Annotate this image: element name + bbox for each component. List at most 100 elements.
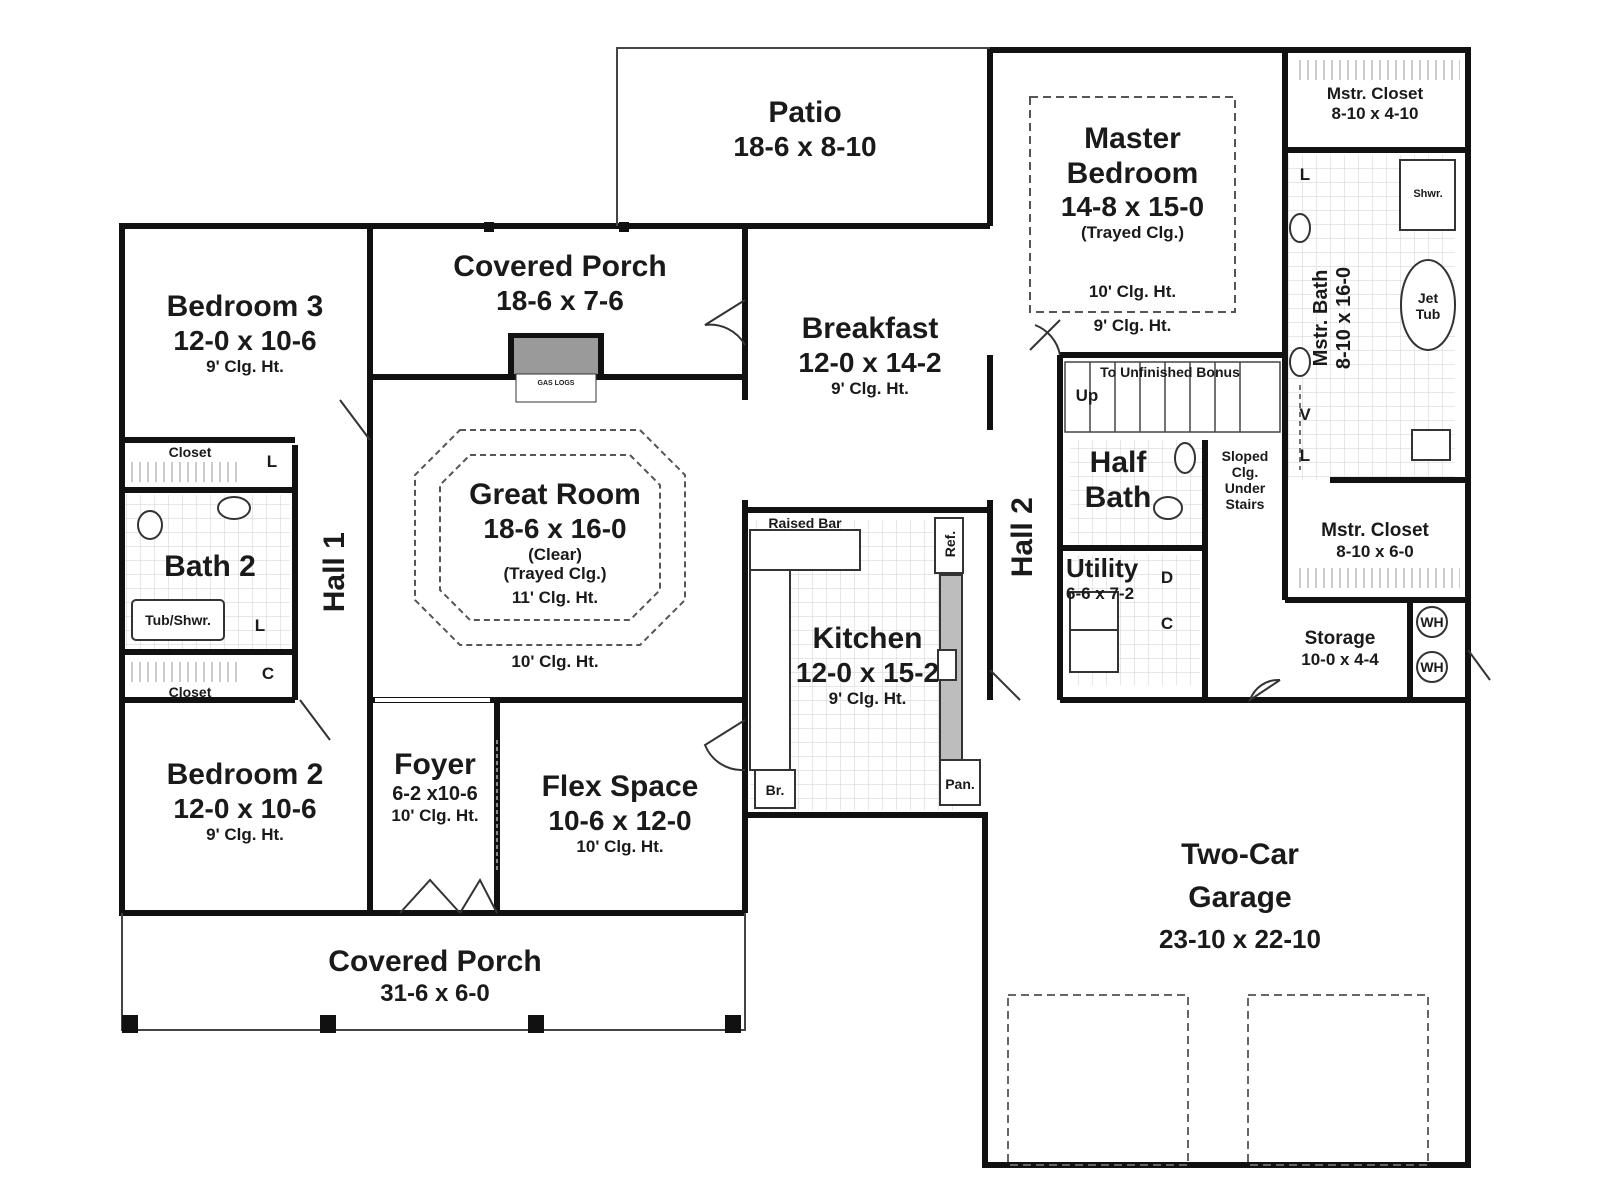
foyer-name: Foyer xyxy=(394,748,476,781)
garage-dim: 23-10 x 22-10 xyxy=(1159,924,1321,954)
bedroom2-name: Bedroom 2 xyxy=(166,758,324,791)
closet-label-bottom: Closet xyxy=(168,684,212,700)
bath-fixtures xyxy=(131,159,1456,683)
flex-space-dim: 10-6 x 12-0 xyxy=(548,804,692,836)
kitchen-name: Kitchen xyxy=(812,622,923,655)
great-room-name: Great Room xyxy=(469,478,641,511)
great-room-label: Great Room 18-6 x 16-0 (Clear) (Trayed C… xyxy=(440,478,670,607)
breakfast-label: Breakfast 12-0 x 14-2 9' Clg. Ht. xyxy=(760,312,980,398)
great-room-ceiling-inner: 11' Clg. Ht. xyxy=(511,587,599,607)
bedroom3-name: Bedroom 3 xyxy=(166,290,324,323)
patio-outline xyxy=(616,47,990,226)
gas-logs-label: GAS LOGS xyxy=(537,380,575,387)
kitchen-counters xyxy=(749,517,981,809)
flex-space-ceiling: 10' Clg. Ht. xyxy=(576,836,664,856)
refrigerator-label: Ref. xyxy=(941,530,958,558)
flex-space-name: Flex Space xyxy=(541,770,699,803)
garage-name2: Garage xyxy=(1188,880,1292,914)
half-bath-name2: Bath xyxy=(1084,480,1152,514)
covered-porch-rear-label: Covered Porch 18-6 x 7-6 xyxy=(420,250,700,317)
water-heater-label-2: WH xyxy=(1420,659,1444,675)
storage-dim: 10-0 x 4-4 xyxy=(1301,649,1379,669)
foyer-ceiling: 10' Clg. Ht. xyxy=(391,805,479,825)
pantry-label: Pan. xyxy=(945,776,975,792)
garage-doors xyxy=(1007,994,1429,1166)
linen-label-mbath-bottom: L xyxy=(1299,446,1311,465)
broom-label: Br. xyxy=(765,782,785,798)
breakfast-name: Breakfast xyxy=(801,312,939,345)
mstr-bath-name: Mstr. Bath xyxy=(1310,269,1332,367)
great-room-note1: (Clear) xyxy=(528,544,582,564)
bedroom3-ceiling: 9' Clg. Ht. xyxy=(206,356,284,376)
coat-label-utility: C xyxy=(1160,614,1174,633)
mstr-closet-top-label: Mstr. Closet 8-10 x 4-10 xyxy=(1290,84,1460,123)
patio-dim: 18-6 x 8-10 xyxy=(733,130,877,162)
mstr-closet-top-dim: 8-10 x 4-10 xyxy=(1331,103,1419,123)
water-heater-label-1: WH xyxy=(1420,614,1444,630)
linen-label-bath2: L xyxy=(254,616,266,635)
covered-porch-front-name: Covered Porch xyxy=(328,945,542,978)
bath2-name: Bath 2 xyxy=(164,550,256,583)
mstr-bath-dim: 8-10 x 16-0 xyxy=(1333,266,1355,370)
garage-name1: Two-Car xyxy=(1181,838,1299,871)
patio-label: Patio 18-6 x 8-10 xyxy=(700,96,910,163)
storage-name: Storage xyxy=(1304,628,1376,649)
dryer-label: D xyxy=(1160,568,1174,587)
mstr-closet-bottom-label: Mstr. Closet 8-10 x 6-0 xyxy=(1290,520,1460,561)
bath2-tub: Tub/Shwr. xyxy=(145,612,211,628)
master-bedroom-dim: 14-8 x 15-0 xyxy=(1060,191,1205,222)
bedroom2-dim: 12-0 x 10-6 xyxy=(173,792,317,824)
hall1-name: Hall 1 xyxy=(317,532,351,613)
bedroom2-label: Bedroom 2 12-0 x 10-6 9' Clg. Ht. xyxy=(145,758,345,844)
bedroom3-label: Bedroom 3 12-0 x 10-6 9' Clg. Ht. xyxy=(145,290,345,376)
great-room-note2: (Trayed Clg.) xyxy=(503,564,607,584)
stairs xyxy=(1064,361,1281,433)
front-porch-outline xyxy=(121,913,746,1031)
master-bedroom-label: Master Bedroom 14-8 x 15-0 (Trayed Clg.) xyxy=(1030,122,1235,243)
jet-tub-label: Jet Tub xyxy=(1415,290,1441,323)
bedroom2-ceiling: 9' Clg. Ht. xyxy=(206,824,284,844)
mstr-closet-bottom-name: Mstr. Closet xyxy=(1321,520,1429,541)
walls xyxy=(119,47,1471,1168)
breakfast-ceiling: 9' Clg. Ht. xyxy=(831,378,909,398)
coat-label-hall1: C xyxy=(261,664,275,683)
stairs-up: Up xyxy=(1075,386,1099,405)
covered-porch-front-label: Covered Porch 31-6 x 6-0 xyxy=(300,945,570,1007)
master-bedroom-name2: Bedroom xyxy=(1066,156,1199,190)
closet-label-top: Closet xyxy=(168,444,212,460)
storage-label: Storage 10-0 x 4-4 xyxy=(1280,628,1400,669)
mstr-bath-label: Mstr. Bath 8-10 x 16-0 xyxy=(1310,243,1356,393)
stairs-note: To Unfinished Bonus xyxy=(1100,364,1240,380)
linen-label-bed3: L xyxy=(266,452,278,471)
flex-space-label: Flex Space 10-6 x 12-0 10' Clg. Ht. xyxy=(515,770,725,856)
utility-name: Utility xyxy=(1066,553,1139,583)
master-bedroom-name1: Master xyxy=(1084,122,1181,155)
master-ceiling-outer: 9' Clg. Ht. xyxy=(1093,316,1172,335)
tray-ceiling xyxy=(414,429,686,646)
kitchen-ceiling: 9' Clg. Ht. xyxy=(828,688,907,708)
kitchen-label: Kitchen 12-0 x 15-2 9' Clg. Ht. xyxy=(775,622,960,708)
covered-porch-front-dim: 31-6 x 6-0 xyxy=(380,979,490,1007)
covered-porch-rear-dim: 18-6 x 7-6 xyxy=(496,284,624,316)
master-ceiling-inner: 10' Clg. Ht. xyxy=(1088,282,1177,301)
foyer-dim: 6-2 x10-6 xyxy=(392,782,478,805)
mstr-closet-top-name: Mstr. Closet xyxy=(1326,84,1424,103)
porch-posts xyxy=(122,222,741,1033)
great-room-ceiling-outer: 10' Clg. Ht. xyxy=(511,652,599,671)
vanity-label: V xyxy=(1299,405,1311,424)
mstr-closet-bottom-dim: 8-10 x 6-0 xyxy=(1336,541,1414,561)
kitchen-dim: 12-0 x 15-2 xyxy=(795,656,940,688)
breakfast-dim: 12-0 x 14-2 xyxy=(798,346,942,378)
master-tray xyxy=(1029,96,1236,313)
utility-label: Utility 6-6 x 7-2 xyxy=(1066,553,1162,603)
half-bath-label: Half Bath xyxy=(1068,446,1168,515)
sloped-ceiling-note: Sloped Clg. Under Stairs xyxy=(1221,448,1269,513)
raised-bar-label: Raised Bar xyxy=(768,515,842,531)
utility-dim: 6-6 x 7-2 xyxy=(1066,583,1135,603)
half-bath-name1: Half xyxy=(1089,446,1147,479)
closet-rods xyxy=(128,60,1460,682)
patio-name: Patio xyxy=(768,96,842,129)
master-bedroom-note: (Trayed Clg.) xyxy=(1081,223,1184,243)
linen-label-mbath-top: L xyxy=(1299,165,1311,184)
